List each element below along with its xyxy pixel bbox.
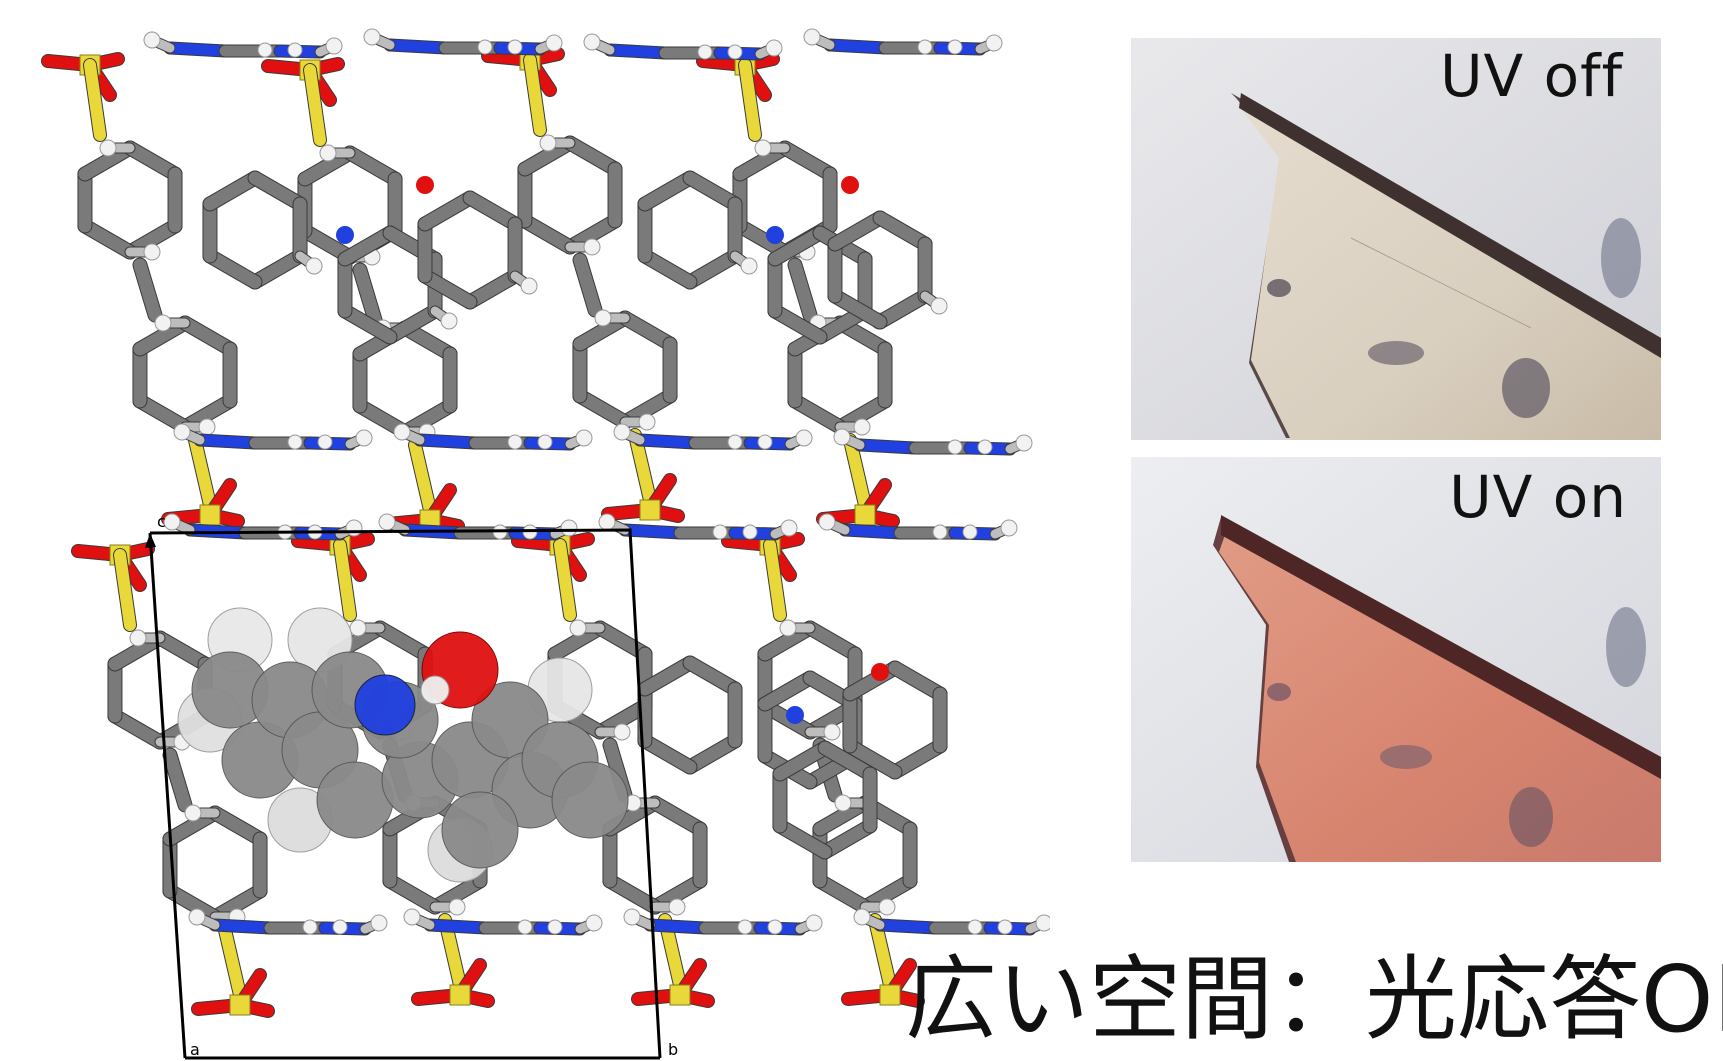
unit-cell-box [145, 528, 662, 1060]
axis-label-c: c [157, 512, 166, 531]
crystal-structure-diagram [41, 28, 1050, 1060]
space-filling-molecule [177, 607, 629, 883]
crystal-photo-uv-off: UV off [1131, 38, 1661, 440]
caption-text: 広い空間：光応答ON [905, 946, 1723, 1053]
axis-label-b: b [668, 1040, 679, 1059]
crystal-photo-uv-on: UV on [1131, 457, 1661, 862]
photo-label-uv-on: UV on [1449, 463, 1627, 531]
photo-label-uv-off: UV off [1440, 42, 1623, 110]
axis-label-a: a [190, 1040, 200, 1059]
